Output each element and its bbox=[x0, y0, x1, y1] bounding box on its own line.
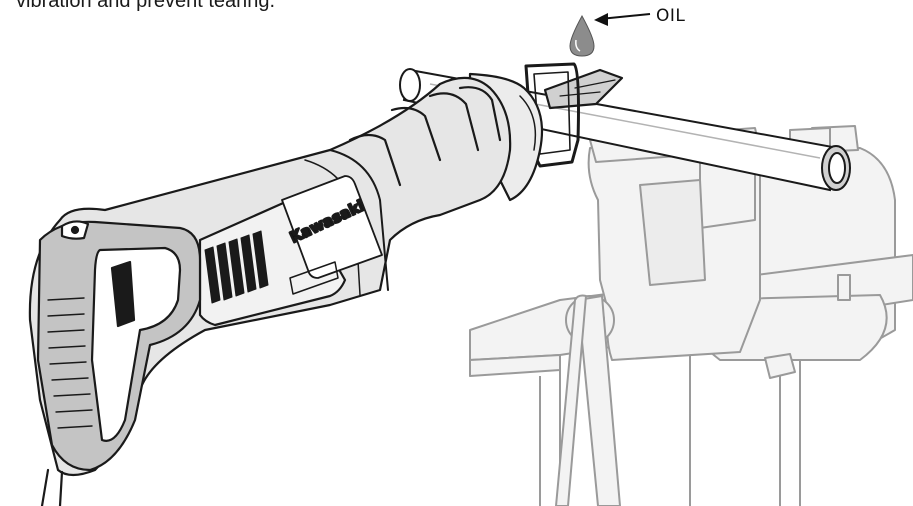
oil-callout bbox=[569, 13, 651, 57]
vent-slots bbox=[204, 230, 269, 304]
power-cord bbox=[40, 468, 50, 506]
saw-blade bbox=[543, 68, 624, 110]
oil-label: OIL bbox=[656, 6, 686, 26]
saw-trigger bbox=[110, 260, 136, 328]
oil-drop-icon bbox=[569, 14, 595, 57]
caption-text: vibration and prevent tearing. bbox=[16, 0, 276, 12]
oil-arrow bbox=[599, 13, 651, 20]
saw-shoe bbox=[524, 62, 580, 168]
reciprocating-saw: Kawasaki bbox=[28, 62, 624, 506]
